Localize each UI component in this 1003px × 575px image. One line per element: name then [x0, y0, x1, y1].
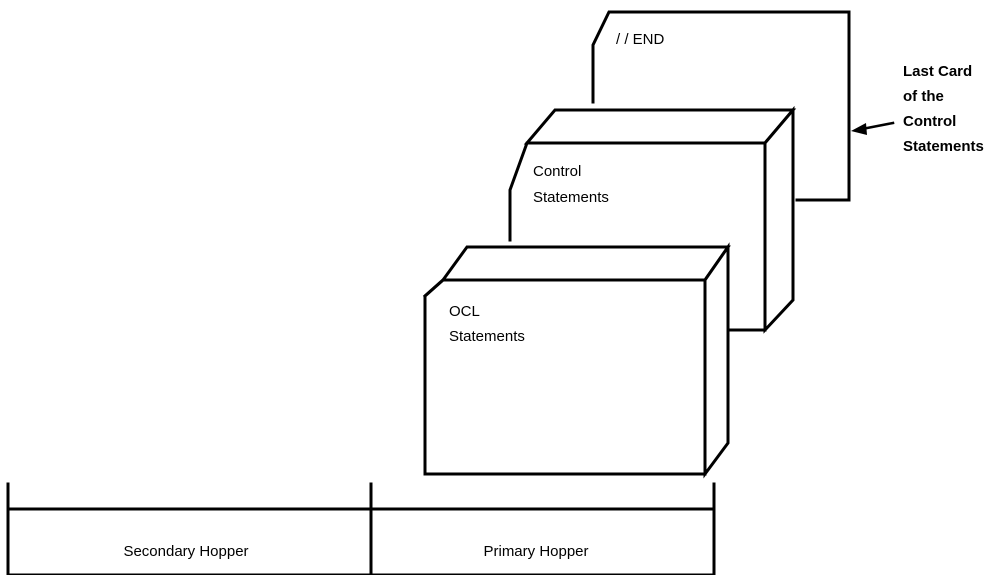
last-card-callout: Last Card of the Control Statements: [851, 63, 984, 155]
callout-line-3: Control: [903, 113, 956, 130]
ocl-deck-label-line1: OCL: [449, 303, 480, 320]
callout-line-2: of the: [903, 88, 944, 105]
end-card: / / END: [591, 10, 851, 202]
end-card-label: / / END: [616, 31, 665, 48]
callout-line-4: Statements: [903, 138, 984, 155]
secondary-hopper-label: Secondary Hopper: [123, 543, 248, 560]
hopper-bar: [6, 482, 716, 575]
ocl-statements-deck: OCL Statements: [422, 242, 731, 479]
primary-hopper-label: Primary Hopper: [483, 543, 588, 560]
callout-arrowhead-icon: [851, 123, 867, 135]
control-statements-deck: Control Statements: [508, 105, 797, 334]
control-deck-label-line2: Statements: [533, 189, 609, 206]
ocl-deck-label-line2: Statements: [449, 328, 525, 345]
control-deck-label-line1: Control: [533, 163, 581, 180]
callout-line-1: Last Card: [903, 63, 972, 80]
